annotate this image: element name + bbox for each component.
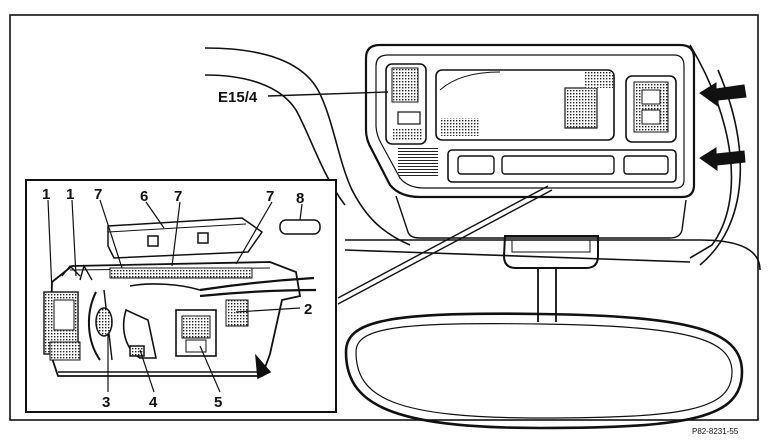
callout-8: 8 — [296, 190, 304, 207]
callout-3: 3 — [102, 394, 110, 411]
callout-1-right: 1 — [66, 186, 74, 203]
figure-code: P82-8231-55 — [692, 427, 739, 436]
leader-line-e15-4 — [267, 91, 389, 97]
figure-frame — [9, 14, 759, 421]
disassembled-light-unit — [43, 217, 321, 380]
headliner-view — [204, 43, 761, 271]
callout-4: 4 — [149, 394, 158, 411]
inset-leader — [337, 185, 553, 305]
callout-6: 6 — [140, 188, 148, 205]
callout-1-left: 1 — [42, 186, 50, 203]
callout-label-e15-4: E15/4 — [218, 89, 258, 106]
inset-leader-lines — [47, 199, 303, 393]
callout-7-left: 7 — [94, 186, 102, 203]
callout-7-right: 7 — [266, 188, 274, 205]
rear-view-mirror — [344, 235, 744, 430]
indicator-arrow-lower — [699, 147, 746, 171]
callout-2: 2 — [304, 301, 312, 318]
indicator-arrow-upper — [699, 82, 747, 107]
callout-5: 5 — [214, 394, 222, 411]
callout-7-middle: 7 — [174, 188, 182, 205]
